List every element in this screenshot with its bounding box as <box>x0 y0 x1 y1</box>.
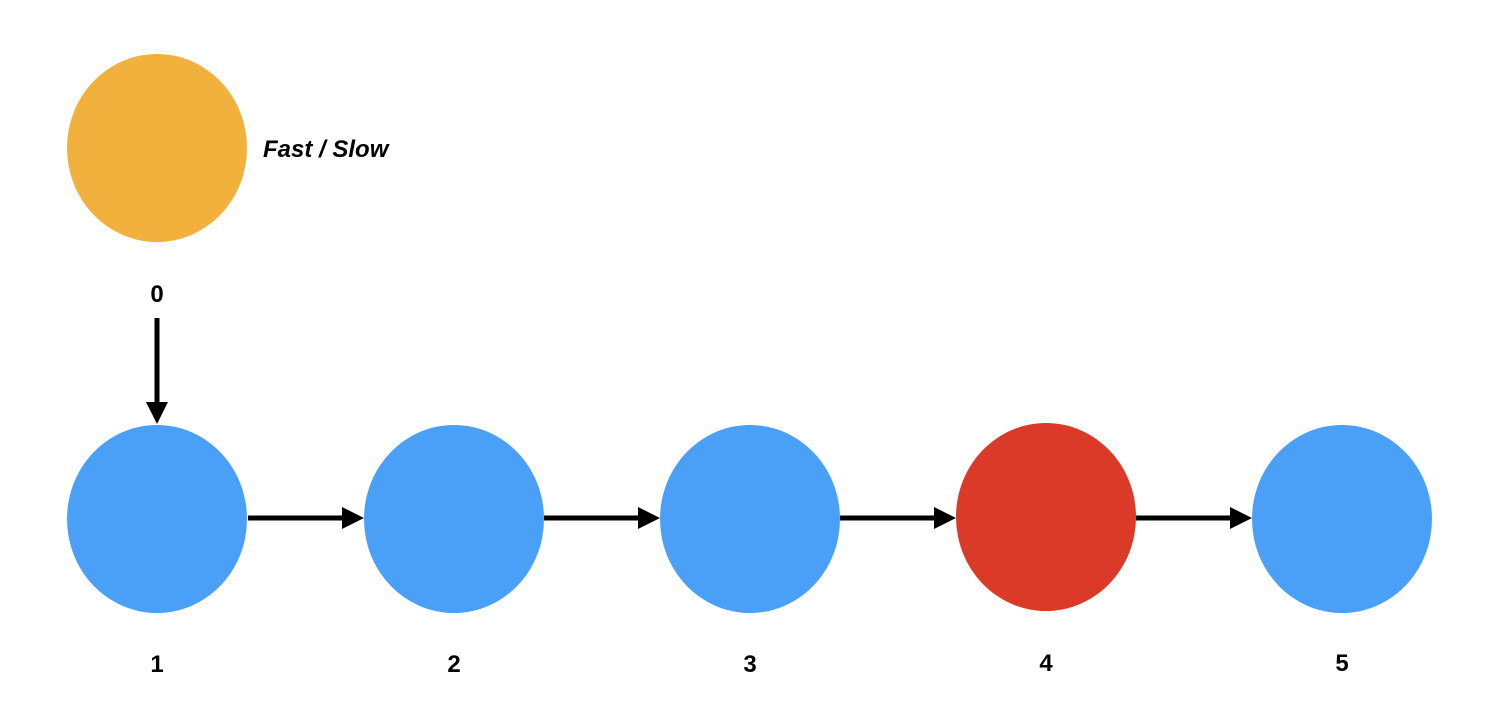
list-node-5 <box>1252 425 1432 613</box>
node-index-label-4: 4 <box>1039 650 1053 677</box>
node-index-label-3: 3 <box>743 651 756 678</box>
link-arrow-4-5 <box>1136 507 1252 529</box>
pointer-node <box>67 54 247 242</box>
list-node-3 <box>660 425 840 613</box>
list-node-4 <box>956 423 1136 611</box>
pointer-arrow <box>146 318 168 424</box>
link-arrow-1-2 <box>248 507 364 529</box>
list-node-1 <box>67 425 247 613</box>
link-arrow-2-3 <box>544 507 660 529</box>
list-node-2 <box>364 425 544 613</box>
pointer-index-label: 0 <box>150 281 163 308</box>
node-index-label-1: 1 <box>150 651 163 678</box>
node-index-label-5: 5 <box>1335 650 1348 677</box>
link-arrow-3-4 <box>840 507 956 529</box>
pointer-label: Fast / Slow <box>263 136 390 163</box>
node-index-label-2: 2 <box>447 651 460 678</box>
